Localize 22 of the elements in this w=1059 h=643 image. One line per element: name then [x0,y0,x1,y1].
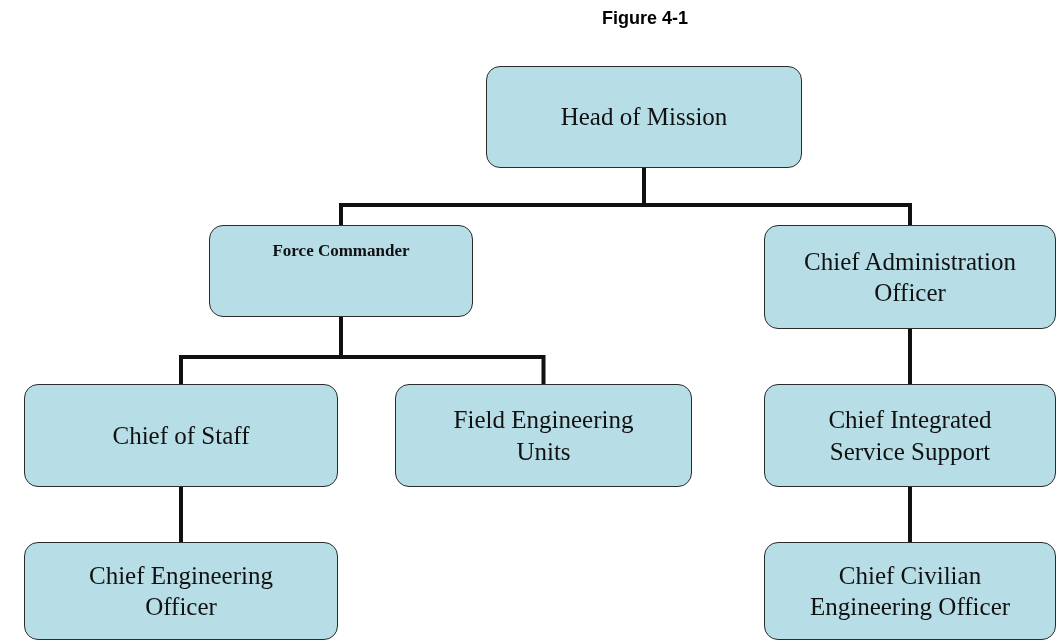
org-box [24,384,338,487]
connector-line [908,487,912,542]
role-label: Head of Mission [560,102,728,133]
org-box [486,66,802,168]
connector-line [179,487,183,542]
connector-line [908,329,912,384]
role-label: Chief Integrated Service Support [827,405,993,467]
role-label: Chief Civilian Engineering Officer [808,560,1012,622]
org-box [24,542,338,640]
org-box [764,542,1056,640]
role-label: Chief of Staff [112,420,250,451]
role-label: Chief Engineering Officer [88,560,274,622]
figure-title: Figure 4-1 [601,8,689,29]
connector-line [642,168,912,225]
connector-line [339,317,546,384]
role-label: Chief Administration Officer [803,246,1017,308]
role-label: Force Commander [272,240,410,262]
org-box [764,384,1056,487]
role-label: Field Engineering Units [452,405,635,467]
org-box [209,225,473,317]
org-box [395,384,692,487]
org-box [764,225,1056,329]
